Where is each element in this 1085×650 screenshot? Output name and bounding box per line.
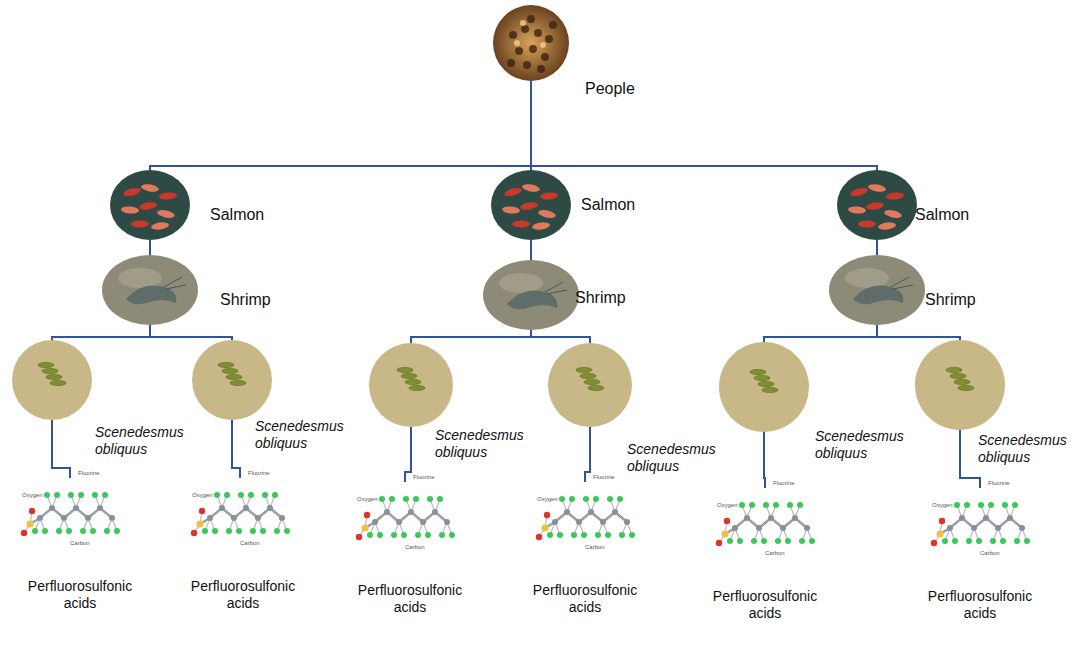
atom-label: Carbon xyxy=(765,550,785,556)
mol-picture xyxy=(355,482,455,552)
node-label: Perfluorosulfonic acids xyxy=(340,582,480,616)
tree-connector xyxy=(531,330,590,343)
atom-label: Fluorine xyxy=(78,470,100,476)
picture-circle: Shrimp xyxy=(102,255,198,325)
atom-label: Carbon xyxy=(585,544,605,550)
picture-circle: Salmon xyxy=(110,170,190,240)
picture-circle: Scenedesmus obliquus xyxy=(192,340,272,420)
picture-circle: Salmon xyxy=(837,170,917,240)
node-label: Salmon xyxy=(581,195,635,214)
atom-label: Oxygen xyxy=(357,496,378,502)
algae-picture xyxy=(548,343,632,427)
tree-connector xyxy=(52,420,70,478)
algae-picture xyxy=(369,343,453,427)
atom-label: Carbon xyxy=(980,550,1000,556)
tree-connector xyxy=(876,240,878,255)
node-label: Scenedesmus obliquus xyxy=(815,428,904,462)
tree-connector xyxy=(150,81,531,170)
molecule-node: Perfluorosulfonic acids xyxy=(20,478,120,548)
picture-circle: Scenedesmus obliquus xyxy=(369,343,453,427)
shrimp-picture xyxy=(102,255,198,325)
node-label: Perfluorosulfonic acids xyxy=(515,582,655,616)
node-label: Scenedesmus obliquus xyxy=(95,424,184,458)
shrimp-picture xyxy=(829,255,925,325)
node-label: Shrimp xyxy=(220,290,271,309)
tree-connector xyxy=(877,325,960,340)
node-label: Perfluorosulfonic acids xyxy=(173,578,313,612)
mol-picture xyxy=(190,478,290,548)
mol-picture xyxy=(535,482,635,552)
tree-connector xyxy=(232,420,240,478)
node-label: Salmon xyxy=(210,205,264,224)
picture-circle: Shrimp xyxy=(829,255,925,325)
atom-label: Fluorine xyxy=(593,474,615,480)
atom-label: Oxygen xyxy=(537,496,558,502)
atom-label: Fluorine xyxy=(248,470,270,476)
shrimp-picture xyxy=(483,260,579,330)
molecule-node: Perfluorosulfonic acids xyxy=(930,488,1030,558)
atom-label: Carbon xyxy=(240,540,260,546)
atom-label: Fluorine xyxy=(988,480,1010,486)
salmon-picture xyxy=(491,170,571,240)
picture-circle: Scenedesmus obliquus xyxy=(915,340,1005,430)
tree-connector xyxy=(764,432,765,488)
algae-picture xyxy=(12,340,92,420)
atom-label: Carbon xyxy=(70,540,90,546)
atom-label: Fluorine xyxy=(413,474,435,480)
atom-label: Oxygen xyxy=(192,492,213,498)
tree-connector xyxy=(150,325,232,340)
people-picture xyxy=(493,5,569,81)
molecule-node: Perfluorosulfonic acids xyxy=(355,482,455,552)
node-label: Scenedesmus obliquus xyxy=(627,441,716,475)
node-label: Perfluorosulfonic acids xyxy=(10,578,150,612)
algae-picture xyxy=(719,342,809,432)
node-label: Scenedesmus obliquus xyxy=(435,427,524,461)
node-label: Perfluorosulfonic acids xyxy=(695,588,835,622)
atom-label: Oxygen xyxy=(22,492,43,498)
algae-picture xyxy=(915,340,1005,430)
picture-circle: Scenedesmus obliquus xyxy=(719,342,809,432)
atom-label: Oxygen xyxy=(932,502,953,508)
tree-connector xyxy=(530,240,532,260)
mol-picture xyxy=(20,478,120,548)
mol-picture xyxy=(930,488,1030,558)
node-label: Salmon xyxy=(915,205,969,224)
picture-circle: Scenedesmus obliquus xyxy=(12,340,92,420)
tree-connector xyxy=(960,430,980,488)
node-label: Shrimp xyxy=(925,290,976,309)
node-label: Scenedesmus obliquus xyxy=(978,432,1067,466)
node-label: People xyxy=(585,79,635,98)
salmon-picture xyxy=(837,170,917,240)
atom-label: Carbon xyxy=(405,544,425,550)
tree-connector xyxy=(411,330,531,343)
tree-connector xyxy=(149,240,151,255)
molecule-node: Perfluorosulfonic acids xyxy=(190,478,290,548)
tree-connector xyxy=(405,427,411,482)
atom-label: Fluorine xyxy=(773,480,795,486)
tree-connector xyxy=(585,427,590,482)
picture-circle: People xyxy=(493,5,569,81)
mol-picture xyxy=(715,488,815,558)
salmon-picture xyxy=(110,170,190,240)
molecule-node: Perfluorosulfonic acids xyxy=(535,482,635,552)
node-label: Perfluorosulfonic acids xyxy=(910,588,1050,622)
molecule-node: Perfluorosulfonic acids xyxy=(715,488,815,558)
algae-picture xyxy=(192,340,272,420)
picture-circle: Shrimp xyxy=(483,260,579,330)
tree-connector xyxy=(531,81,877,170)
atom-label: Oxygen xyxy=(717,502,738,508)
tree-connector xyxy=(52,325,150,340)
node-label: Shrimp xyxy=(575,288,626,307)
node-label: Scenedesmus obliquus xyxy=(255,418,344,452)
picture-circle: Salmon xyxy=(491,170,571,240)
tree-connector xyxy=(764,325,877,342)
picture-circle: Scenedesmus obliquus xyxy=(548,343,632,427)
